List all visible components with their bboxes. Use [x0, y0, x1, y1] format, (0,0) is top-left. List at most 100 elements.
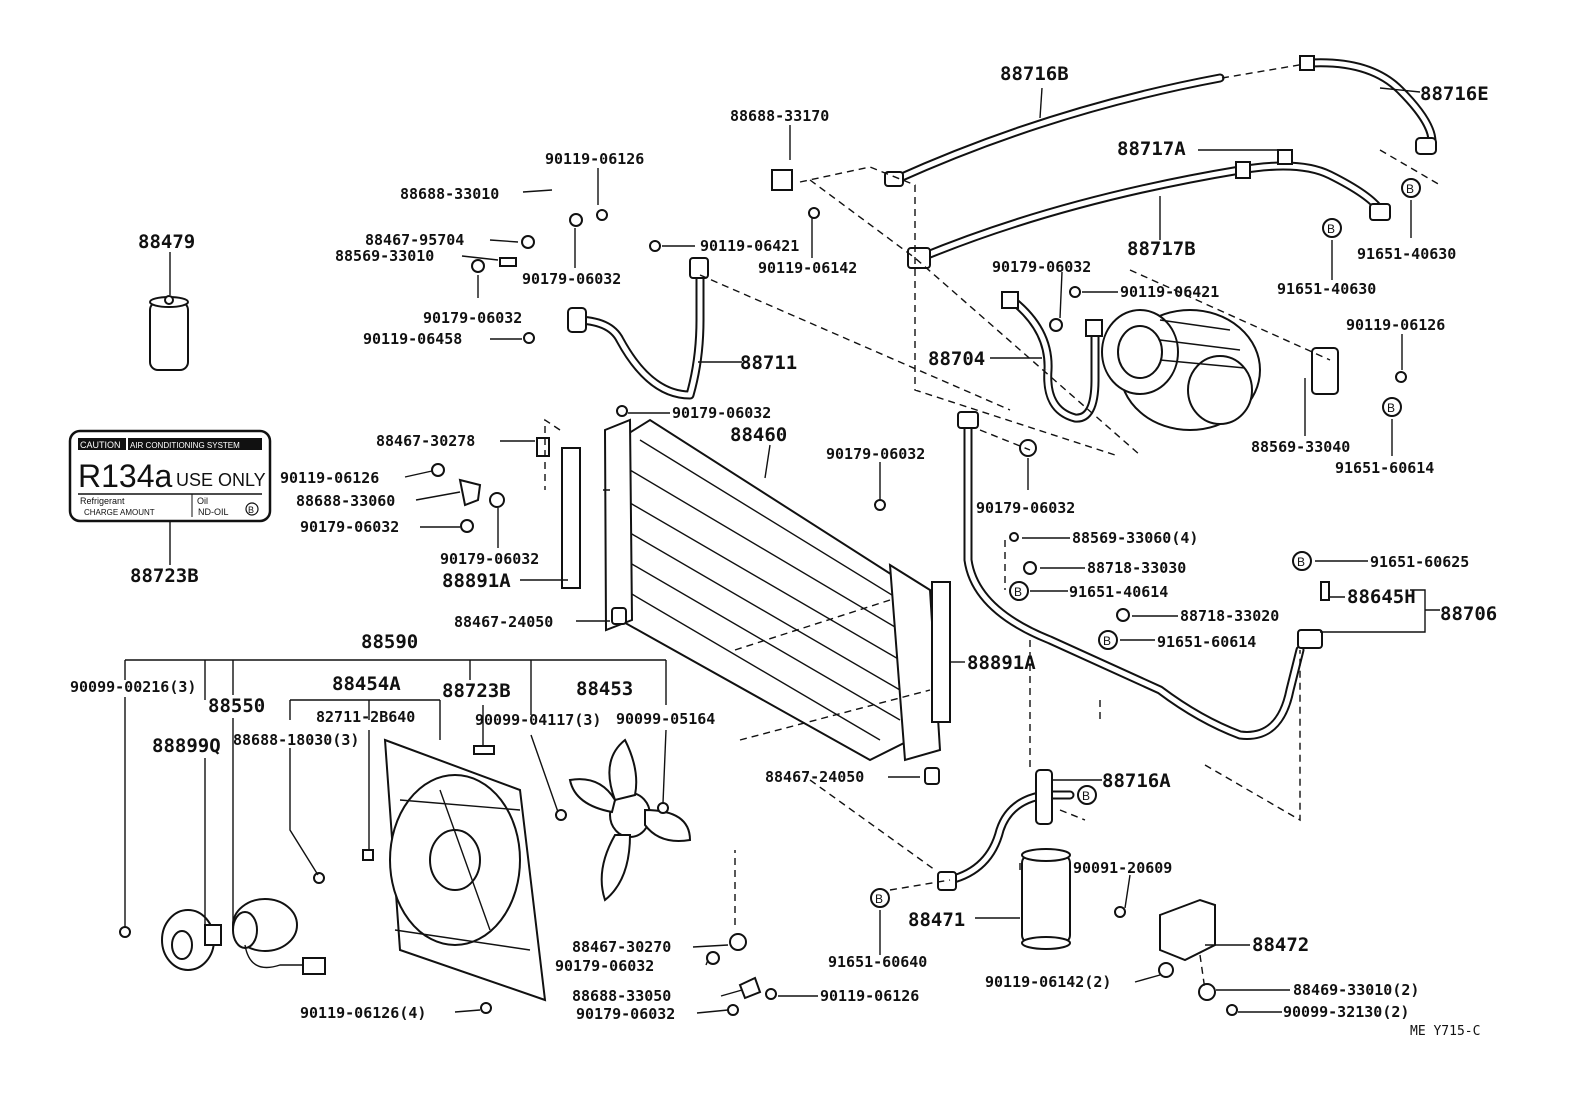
fan-motor-88899q: [161, 909, 222, 971]
label-90119-06142-a: 90119-06142: [758, 259, 857, 277]
label-90179-06032-e: 90179-06032: [826, 445, 925, 463]
label-88454a: 88454A: [332, 673, 401, 695]
condenser: [603, 418, 942, 762]
label-88704: 88704: [928, 348, 985, 370]
label-88479: 88479: [138, 231, 195, 253]
label-90179-06032-b: 90179-06032: [992, 258, 1091, 276]
label-90119-06126-c: 90119-06126: [280, 469, 379, 487]
hose-88717: [907, 149, 1391, 269]
decal-use-only: USE ONLY: [176, 470, 266, 490]
label-88723b-b: 88723B: [442, 680, 511, 702]
svg-text:B: B: [875, 892, 883, 906]
label-90099-04117: 90099-04117(3): [475, 711, 601, 729]
label-90179-06032-h: 90179-06032: [440, 550, 539, 568]
label-88716a: 88716A: [1102, 770, 1171, 792]
label-88718-33030: 88718-33030: [1087, 559, 1186, 577]
decal-refrigerant: R134a: [78, 458, 173, 494]
svg-text:B: B: [1297, 555, 1305, 569]
label-88645h: 88645H: [1347, 586, 1416, 608]
label-91651-40614: 91651-40614: [1069, 583, 1168, 601]
decal-88723b: CAUTION AIR CONDITIONING SYSTEM R134a US…: [68, 429, 272, 565]
svg-text:B: B: [1387, 401, 1395, 415]
compressor: [1101, 309, 1261, 431]
label-91651-60614-a: 91651-60614: [1335, 459, 1434, 477]
label-91651-60625: 91651-60625: [1370, 553, 1469, 571]
decal-system: AIR CONDITIONING SYSTEM: [130, 441, 240, 450]
svg-text:B: B: [1103, 634, 1111, 648]
decal-oil-label: Oil: [197, 496, 208, 506]
decal-oil-type: ND-OIL: [198, 507, 229, 517]
label-88891a-b: 88891A: [967, 652, 1036, 674]
label-88590: 88590: [361, 631, 418, 653]
decal-caution: CAUTION: [80, 440, 121, 450]
label-88711: 88711: [740, 352, 797, 374]
label-91651-60614-b: 91651-60614: [1157, 633, 1256, 651]
pipe-88706: [957, 411, 1323, 740]
label-88550: 88550: [208, 695, 265, 717]
bracket-88472: [1159, 898, 1216, 962]
label-88467-24050-b: 88467-24050: [765, 768, 864, 786]
label-88569-33060: 88569-33060(4): [1072, 529, 1198, 547]
svg-text:B: B: [1406, 182, 1414, 196]
label-90179-06032-g: 90179-06032: [300, 518, 399, 536]
label-90099-00216: 90099-00216(3): [70, 678, 196, 696]
b-markers: B B B B B B B B: [870, 178, 1421, 908]
decal-b-mark: B: [248, 505, 254, 515]
label-90119-06421-b: 90119-06421: [1120, 283, 1219, 301]
label-90119-06142-b: 90119-06142(2): [985, 973, 1111, 991]
label-88467-30278: 88467-30278: [376, 432, 475, 450]
label-88569-33010: 88569-33010: [335, 247, 434, 265]
label-91651-60640: 91651-60640: [828, 953, 927, 971]
label-88716e: 88716E: [1420, 83, 1489, 105]
can-88479: [149, 295, 189, 371]
svg-text:B: B: [1082, 789, 1090, 803]
label-88471: 88471: [908, 909, 965, 931]
label-88688-18030: 88688-18030(3): [233, 731, 359, 749]
label-90179-06032-j: 90179-06032: [576, 1005, 675, 1023]
label-90179-06032-f: 90179-06032: [976, 499, 1075, 517]
label-88899q: 88899Q: [152, 735, 221, 757]
label-88467-30270: 88467-30270: [572, 938, 671, 956]
label-88723b-a: 88723B: [130, 565, 199, 587]
label-88472: 88472: [1252, 934, 1309, 956]
label-88569-33040: 88569-33040: [1251, 438, 1350, 456]
label-88717a: 88717A: [1117, 138, 1186, 160]
label-90091-20609: 90091-20609: [1073, 859, 1172, 877]
label-90119-06126-d: 90119-06126: [820, 987, 919, 1005]
fastener-group: [119, 169, 1407, 1016]
label-90119-06126-e: 90119-06126(4): [300, 1004, 426, 1022]
bracket-88891a-left: [561, 447, 581, 589]
part-labels: 88716B 88716E 88688-33170 88717A 90119-0…: [70, 63, 1497, 1039]
label-88469-33010: 88469-33010(2): [1293, 981, 1419, 999]
label-90119-06126-b: 90119-06126: [1346, 316, 1445, 334]
receiver-88471: [1021, 848, 1071, 950]
label-88716b: 88716B: [1000, 63, 1069, 85]
label-90099-32130: 90099-32130(2): [1283, 1003, 1409, 1021]
pipe-88711: [567, 257, 709, 400]
fan-blade-88453: [568, 738, 692, 902]
label-90119-06126-a: 90119-06126: [545, 150, 644, 168]
leader-lines: [124, 87, 1440, 1014]
label-90119-06421-a: 90119-06421: [700, 237, 799, 255]
hose-88704: [1001, 291, 1103, 423]
label-90179-06032-c: 90179-06032: [423, 309, 522, 327]
hose-88716e: [1299, 55, 1437, 155]
label-88688-33010: 88688-33010: [400, 185, 499, 203]
label-88717b: 88717B: [1127, 238, 1196, 260]
label-88688-33060: 88688-33060: [296, 492, 395, 510]
fan-motor-88550: [232, 898, 326, 975]
label-88467-95704: 88467-95704: [365, 231, 464, 249]
label-88718-33020: 88718-33020: [1180, 607, 1279, 625]
reference-code: ME Y715-C: [1410, 1024, 1480, 1039]
label-90179-06032-d: 90179-06032: [672, 404, 771, 422]
label-91651-40630-b: 91651-40630: [1277, 280, 1376, 298]
label-88706: 88706: [1440, 603, 1497, 625]
pipe-88716a: [937, 769, 1075, 891]
assembly-lines: [544, 149, 1441, 991]
label-88467-24050-a: 88467-24050: [454, 613, 553, 631]
hose-88716b: [884, 63, 1306, 187]
label-90099-05164: 90099-05164: [616, 710, 715, 728]
label-90179-06032-i: 90179-06032: [555, 957, 654, 975]
label-88460: 88460: [730, 424, 787, 446]
